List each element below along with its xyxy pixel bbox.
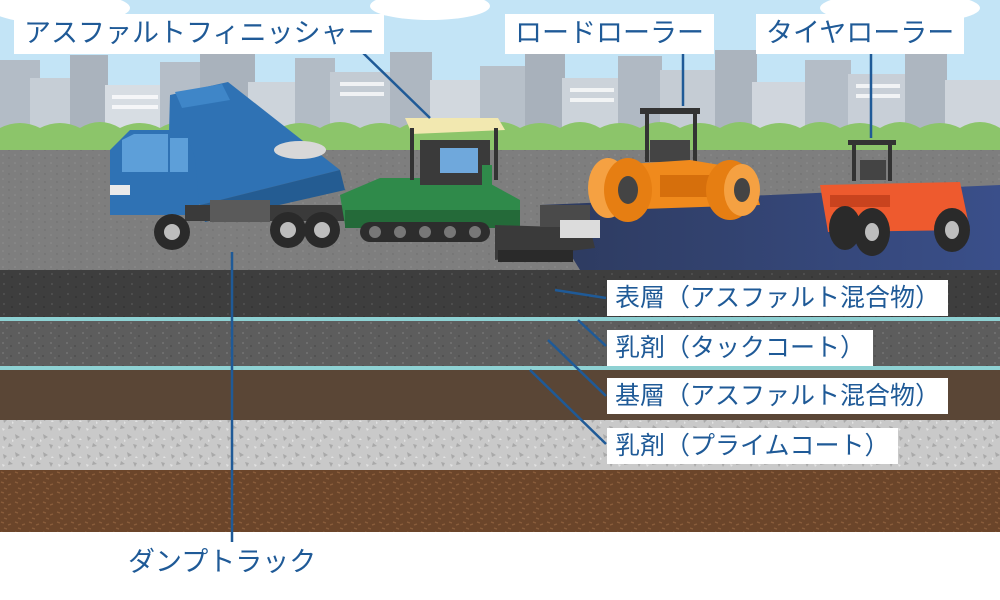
layer-prime-line [0,366,1000,370]
leader-prime [529,369,607,445]
label-base-layer: 基層（アスファルト混合物） [607,378,949,414]
label-tire-roller: タイヤローラー [756,14,965,54]
label-road-roller: ロードローラー [505,14,714,54]
layer-soil [0,470,1000,532]
leader-lines [230,49,873,542]
leader-finisher [359,49,431,119]
label-tack-coat: 乳剤（タックコート） [607,330,874,366]
label-asphalt-finisher: アスファルトフィニッシャー [14,14,385,54]
label-dump-truck: ダンプトラック [128,547,317,578]
tire-roller [820,140,970,256]
asphalt-finisher [340,118,600,262]
leader-surface [554,288,607,300]
leader-base [547,339,607,397]
label-surface-layer: 表層（アスファルト混合物） [607,280,949,316]
leader-tack [577,319,607,347]
label-prime-coat: 乳剤（プライムコート） [607,428,898,464]
layer-tack-line [0,317,1000,321]
road-roller [588,108,760,222]
dump-truck [110,82,345,250]
